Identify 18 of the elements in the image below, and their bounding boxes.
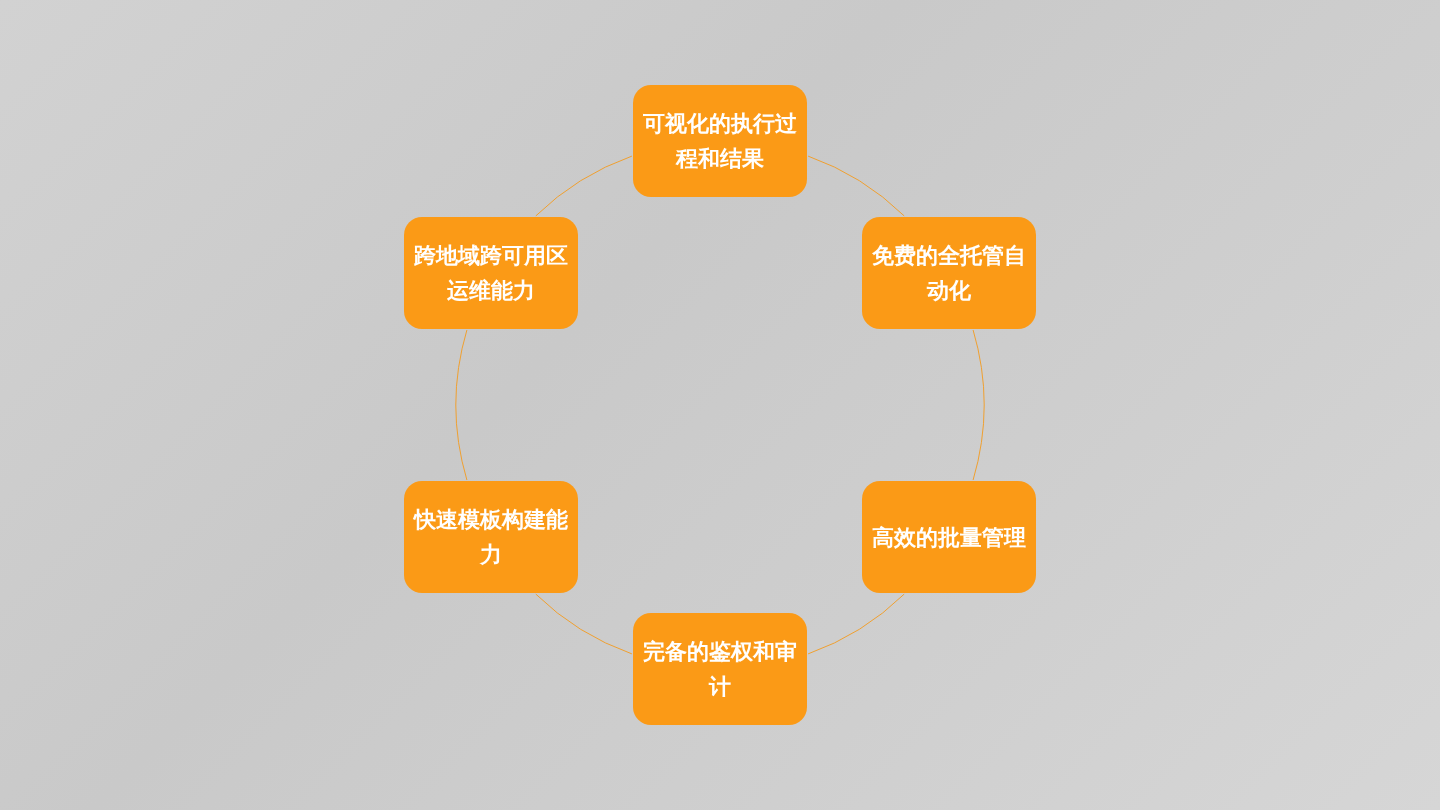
- rounded-box: [861, 481, 1036, 593]
- rounded-box: [861, 217, 1036, 329]
- box-text: 免费的全托管自动化: [871, 242, 1026, 305]
- rounded-box: [633, 613, 807, 725]
- rounded-box: [404, 481, 579, 593]
- connector-arc: [535, 155, 633, 217]
- box-text: 快速模板构建能力: [414, 506, 569, 569]
- connector-arc: [535, 593, 633, 655]
- rounded-box: [404, 217, 579, 329]
- box-text: 完备的鉴权和审计: [643, 638, 797, 701]
- connector-arc: [807, 155, 905, 217]
- rounded-box: [633, 85, 807, 197]
- box-text: 跨地域跨可用区运维能力: [414, 242, 569, 305]
- box-text: 可视化的执行过程和结果: [643, 110, 797, 173]
- box-text: 高效的批量管理: [871, 523, 1026, 552]
- connector-arc: [455, 329, 468, 481]
- connector-arc: [807, 593, 905, 655]
- connector-arc: [972, 329, 985, 481]
